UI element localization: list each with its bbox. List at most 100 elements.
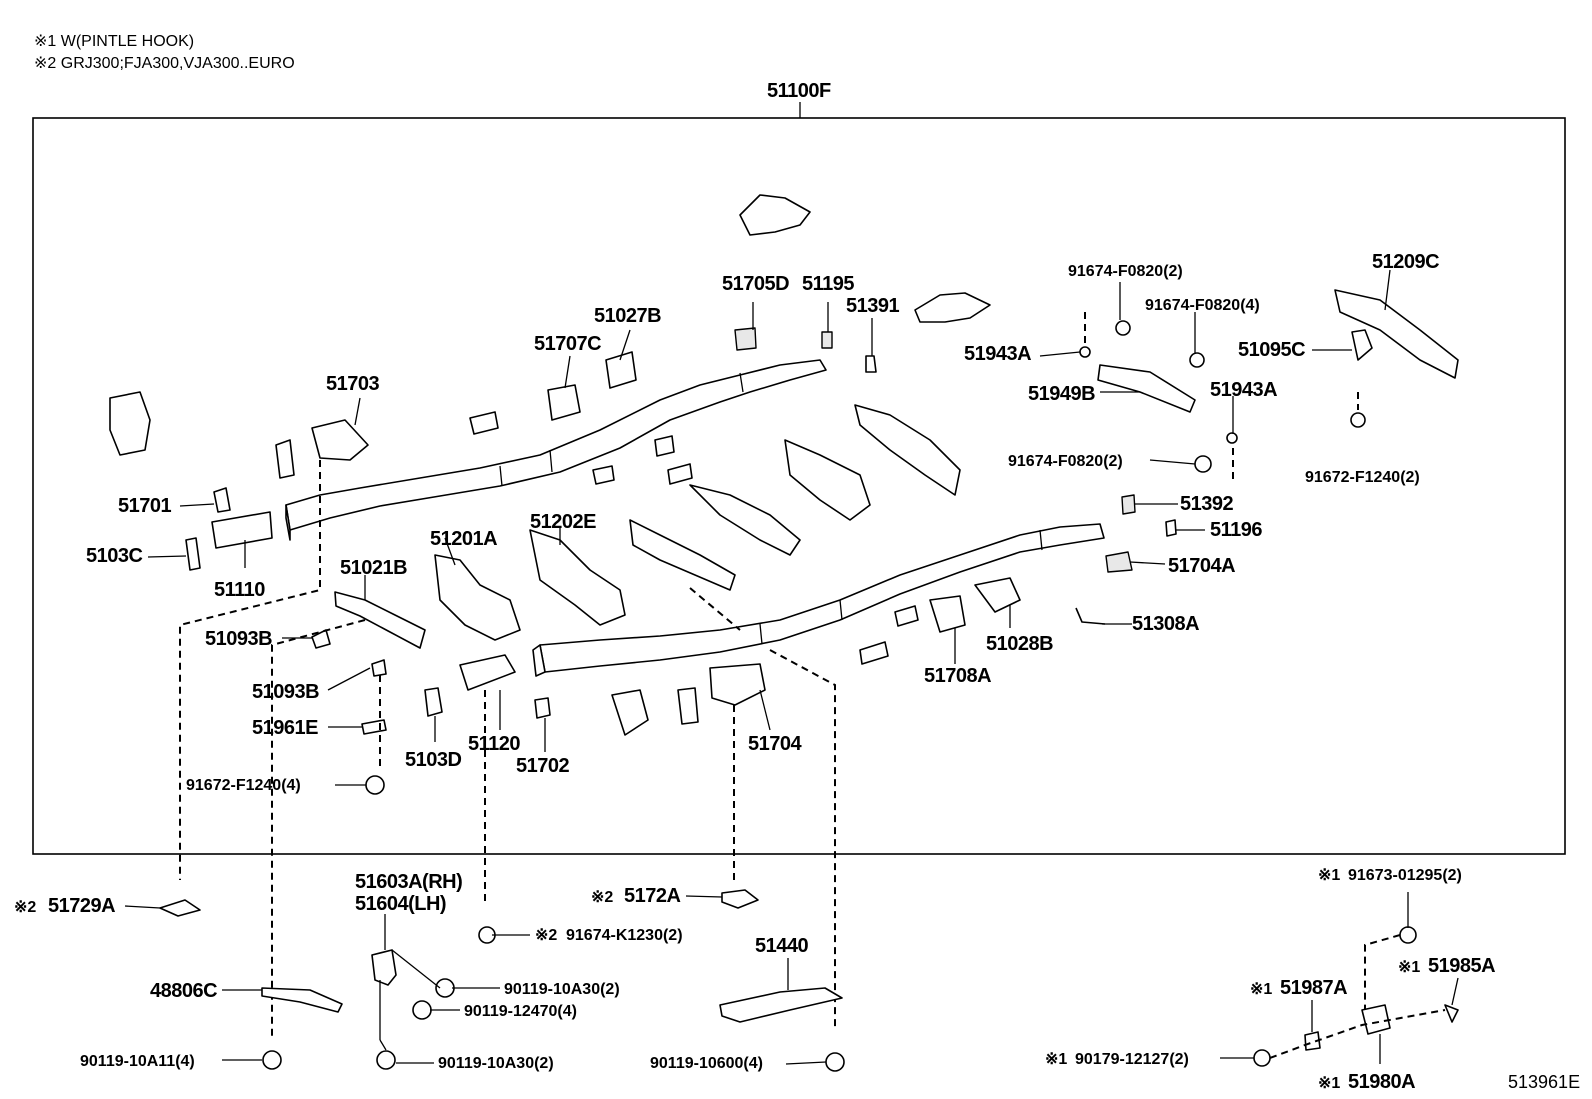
bolt-90119-10A30-b[interactable]: [376, 1050, 396, 1070]
bracket-51392[interactable]: [1121, 494, 1136, 515]
bolt-91674-F0820-b[interactable]: [1189, 352, 1205, 368]
label-51201A: 51201A: [430, 528, 497, 550]
bolt-90119-10600[interactable]: [825, 1052, 845, 1072]
clip-51093B-a[interactable]: [311, 629, 331, 649]
bracket-51702[interactable]: [534, 697, 551, 719]
crossmember-51949B[interactable]: [1097, 364, 1196, 413]
bracket-51110[interactable]: [211, 511, 273, 549]
label-51949B: 51949B: [1028, 383, 1095, 405]
bracket-51391[interactable]: [865, 355, 877, 373]
bracket-small-6[interactable]: [859, 641, 889, 665]
label-51703: 51703: [326, 373, 379, 395]
bolt-90119-12470[interactable]: [412, 1000, 432, 1020]
crossmember-top[interactable]: [739, 194, 811, 236]
label-48806C: 48806C: [150, 980, 217, 1002]
label-51729A: 51729A: [48, 895, 115, 917]
bracket-51201A[interactable]: [434, 554, 521, 641]
label-51392: 51392: [1180, 493, 1233, 515]
plate-5172A[interactable]: [721, 889, 759, 909]
bracket-51095C[interactable]: [1351, 329, 1373, 361]
washer-51943A-b[interactable]: [1226, 432, 1238, 444]
crossmember-rear-upper[interactable]: [914, 292, 991, 323]
bracket-front-left[interactable]: [109, 391, 151, 456]
marker-2-91674-K1230: ※2: [535, 927, 557, 944]
bracket-5103C[interactable]: [185, 537, 201, 571]
bracket-mid-center[interactable]: [629, 519, 736, 591]
pintle-51980A[interactable]: [1361, 1004, 1391, 1035]
label-51701: 51701: [118, 495, 171, 517]
bracket-small-7[interactable]: [275, 439, 295, 479]
bracket-51704A[interactable]: [1105, 551, 1133, 573]
marker-1-51980A: ※1: [1318, 1075, 1340, 1092]
bracket-51701[interactable]: [213, 487, 231, 513]
bracket-small-2[interactable]: [592, 465, 615, 485]
label-51943A-a: 51943A: [964, 343, 1031, 365]
marker-1-90179: ※1: [1045, 1051, 1067, 1068]
label-51028B: 51028B: [986, 633, 1053, 655]
bolt-91672-F1240-a[interactable]: [1350, 412, 1366, 428]
bracket-51603A[interactable]: [371, 949, 397, 986]
note-pintle-hook: ※1 W(PINTLE HOOK): [34, 33, 194, 50]
clip-51196[interactable]: [1165, 519, 1177, 537]
bracket-51985A[interactable]: [1444, 1004, 1459, 1023]
plate-51440[interactable]: [719, 987, 843, 1023]
bracket-small-1[interactable]: [469, 411, 499, 435]
label-51961E: 51961E: [252, 717, 318, 739]
washer-51943A-a[interactable]: [1079, 346, 1091, 358]
bracket-51707C[interactable]: [547, 384, 581, 421]
bracket-lower-1[interactable]: [611, 689, 649, 736]
marker-1-51987A: ※1: [1250, 981, 1272, 998]
bolt-91674-F0820-a[interactable]: [1115, 320, 1131, 336]
label-51604-LH: 51604(LH): [355, 893, 446, 915]
bracket-51120[interactable]: [459, 654, 516, 691]
bolt-91673-01295[interactable]: [1399, 926, 1417, 944]
label-91674-F0820-2-mid: 91674-F0820(2): [1008, 453, 1123, 470]
bolt-90119-10A11[interactable]: [262, 1050, 282, 1070]
plate-51729A[interactable]: [159, 899, 201, 917]
label-51093B-a: 51093B: [205, 628, 272, 650]
frame-rail-right[interactable]: [532, 523, 1105, 677]
nut-90179-12127[interactable]: [1253, 1049, 1271, 1067]
label-51202E: 51202E: [530, 511, 596, 533]
assembly-frame: [32, 117, 1566, 855]
bracket-51308A[interactable]: [1075, 607, 1106, 625]
bolt-91672-F1240-b[interactable]: [365, 775, 385, 795]
plate-51961E[interactable]: [361, 719, 387, 735]
bracket-51705D[interactable]: [734, 327, 757, 351]
label-5172A: 5172A: [624, 885, 680, 907]
crossmember-mid-3[interactable]: [689, 484, 801, 556]
label-51308A: 51308A: [1132, 613, 1199, 635]
frame-rail-left[interactable]: [285, 359, 827, 541]
bracket-51195[interactable]: [821, 331, 833, 349]
label-5103D: 5103D: [405, 749, 461, 771]
clip-51093B-b[interactable]: [371, 659, 387, 677]
crossmember-mid-1[interactable]: [854, 404, 961, 496]
bracket-small-5[interactable]: [894, 605, 919, 627]
bracket-51028B[interactable]: [974, 577, 1021, 613]
bracket-small-3[interactable]: [654, 435, 675, 457]
bolt-91674-F0820-c[interactable]: [1194, 455, 1212, 473]
label-51440: 51440: [755, 935, 808, 957]
label-51705D: 51705D: [722, 273, 789, 295]
label-51702: 51702: [516, 755, 569, 777]
bracket-51202E[interactable]: [529, 529, 626, 626]
label-51985A: 51985A: [1428, 955, 1495, 977]
marker-2-51729A: ※2: [14, 899, 36, 916]
bracket-51027B[interactable]: [605, 351, 637, 389]
label-90119-10A11-4: 90119-10A11(4): [80, 1053, 195, 1070]
rear-crossmember-51209C[interactable]: [1334, 289, 1459, 379]
bracket-51704[interactable]: [709, 663, 766, 706]
label-51093B-b: 51093B: [252, 681, 319, 703]
bracket-small-4[interactable]: [667, 463, 693, 485]
crossmember-mid-2[interactable]: [784, 439, 871, 521]
bolt-90119-10A30-a[interactable]: [435, 978, 455, 998]
bracket-51703[interactable]: [311, 419, 369, 461]
crossmember-front-51021B[interactable]: [334, 591, 426, 649]
label-51021B: 51021B: [340, 557, 407, 579]
bracket-lower-2[interactable]: [677, 687, 699, 725]
label-51110: 51110: [214, 579, 265, 601]
bracket-51708A[interactable]: [929, 595, 966, 633]
bracket-5103D[interactable]: [424, 687, 443, 717]
bracket-48806C[interactable]: [261, 987, 343, 1013]
